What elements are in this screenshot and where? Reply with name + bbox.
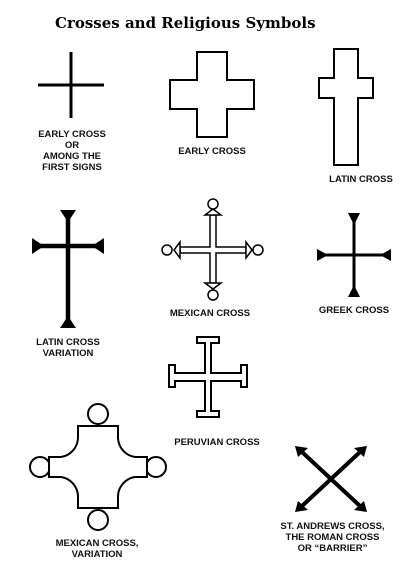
latin-cross-icon <box>318 48 374 166</box>
caption-early-cross-2: EARLY CROSS <box>178 146 246 157</box>
outline-cross-icon <box>169 51 255 138</box>
page-title: Crosses and Religious Symbols <box>55 14 316 32</box>
peruvian-cross-icon <box>168 336 248 418</box>
greek-cross-icon <box>317 213 391 297</box>
st-andrews-cross-icon <box>295 446 367 512</box>
caption-mexican-cross-variation: MEXICAN CROSS, VARIATION <box>55 538 139 560</box>
caption-latin-cross-variation: LATIN CROSS VARIATION <box>36 337 100 359</box>
mexican-cross-icon <box>161 198 264 301</box>
simple-cross-icon <box>38 52 104 118</box>
caption-st-andrews-cross: ST. ANDREWS CROSS, THE ROMAN CROSS OR “B… <box>280 521 385 554</box>
caption-peruvian-cross: PERUVIAN CROSS <box>174 437 260 448</box>
mexican-cross-variation-icon <box>29 403 167 531</box>
caption-latin-cross: LATIN CROSS <box>329 174 393 185</box>
caption-early-cross-1: EARLY CROSS OR AMONG THE FIRST SIGNS <box>38 129 106 173</box>
caption-greek-cross: GREEK CROSS <box>318 305 390 316</box>
latin-cross-variation-icon <box>32 210 104 328</box>
caption-mexican-cross: MEXICAN CROSS <box>169 308 251 319</box>
